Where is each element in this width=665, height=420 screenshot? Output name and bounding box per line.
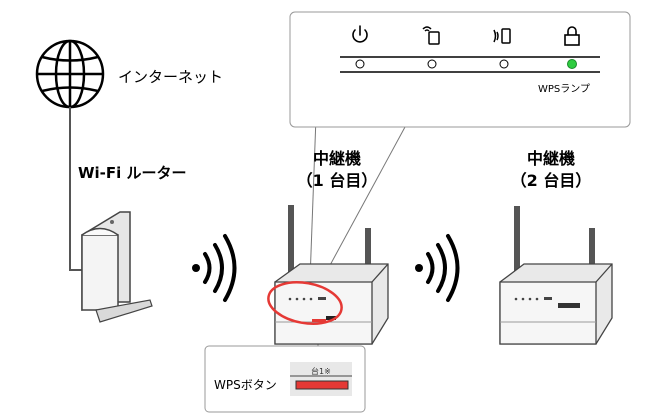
power-icon bbox=[352, 25, 368, 43]
lamp-power bbox=[355, 59, 365, 69]
internet-label: インターネット bbox=[118, 68, 224, 86]
repeater-1 bbox=[274, 205, 389, 345]
wireless-signal-icon bbox=[493, 28, 511, 44]
lamp-router bbox=[427, 59, 437, 69]
wps-button-text: 台1※ bbox=[311, 367, 331, 376]
repeater-2-subtitle: （2 台目） bbox=[510, 171, 592, 190]
lamp-wps bbox=[567, 59, 577, 69]
repeater-2-title: 中継機 bbox=[526, 149, 575, 168]
lock-icon bbox=[564, 26, 580, 46]
router-mode-icon bbox=[422, 26, 440, 45]
repeater-1-subtitle: （1 台目） bbox=[296, 171, 378, 190]
wifi-router bbox=[81, 211, 153, 323]
internet-cable bbox=[69, 107, 82, 271]
repeater-1-label: 中継機 （1 台目） bbox=[292, 148, 382, 192]
wireless-signal-right-icon bbox=[415, 234, 460, 302]
globe-icon bbox=[35, 39, 105, 109]
repeater-1-title: 中継機 bbox=[312, 149, 361, 168]
wps-highlight-ellipse bbox=[267, 281, 343, 325]
wps-lamp-label: WPSランプ bbox=[538, 84, 590, 95]
wps-button bbox=[295, 380, 349, 390]
lamp-wireless bbox=[499, 59, 509, 69]
wps-button-label: WPSボタン bbox=[214, 378, 277, 392]
repeater-2 bbox=[499, 206, 613, 345]
wireless-signal-left-icon bbox=[192, 234, 237, 302]
repeater-2-label: 中継機 （2 台目） bbox=[506, 148, 596, 192]
router-label: Wi-Fi ルーター bbox=[78, 164, 187, 182]
